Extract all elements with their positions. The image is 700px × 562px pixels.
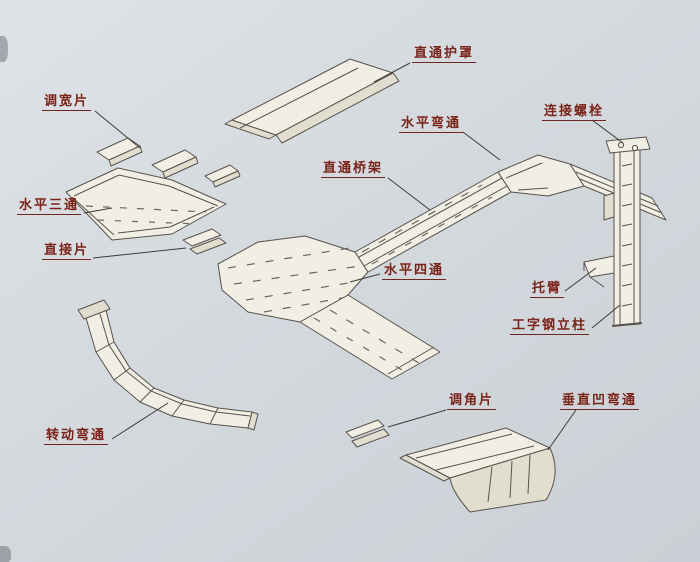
label-horizontal-bend: 水平弯通 — [399, 115, 464, 134]
label-bracket-arm: 托臂 — [530, 280, 565, 299]
label-vertical-concave-bend: 垂直凹弯通 — [560, 392, 640, 411]
label-ibeam-column: 工字钢立柱 — [510, 317, 590, 336]
bracket-arm-part — [583, 255, 615, 288]
straight-tray-part — [354, 171, 512, 273]
vertical-concave-bend-part — [399, 427, 556, 513]
label-connecting-bolt: 连接螺栓 — [542, 103, 607, 122]
connecting-bolt-icon — [631, 144, 639, 152]
straight-cover-part — [224, 58, 400, 144]
horizontal-cross-part — [217, 235, 369, 323]
bottom-branch-tray-part — [299, 294, 441, 380]
label-horizontal-tee: 水平三通 — [17, 197, 82, 216]
leader-lines — [83, 62, 624, 451]
connecting-bolt-icon — [617, 141, 625, 149]
label-direct-piece: 直接片 — [42, 242, 92, 261]
label-horizontal-cross: 水平四通 — [382, 262, 447, 281]
paper-smudge — [0, 546, 11, 562]
paper-smudge — [0, 36, 8, 62]
label-rotating-bend: 转动弯通 — [44, 427, 109, 446]
label-straight-cover: 直通护罩 — [412, 45, 477, 64]
angle-adjust-piece-part — [345, 419, 390, 448]
ibeam-column-part — [603, 136, 651, 327]
label-straight-tray: 直通桥架 — [321, 160, 386, 179]
direct-piece-part — [182, 228, 227, 255]
horizontal-bend-part — [497, 154, 585, 197]
horizontal-tee-part — [65, 167, 227, 241]
label-angle-adjust-piece: 调角片 — [447, 392, 497, 411]
rotating-bend-part — [77, 299, 259, 431]
width-adjust-piece-part — [96, 137, 241, 188]
label-width-adjust-piece: 调宽片 — [42, 93, 92, 112]
